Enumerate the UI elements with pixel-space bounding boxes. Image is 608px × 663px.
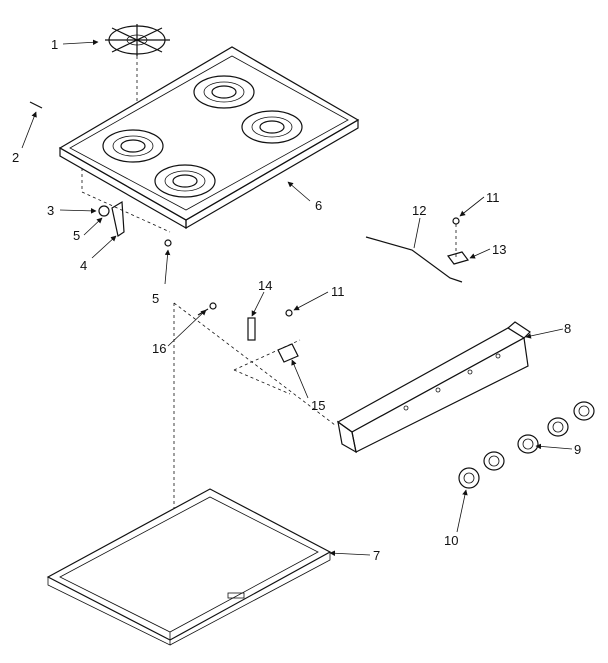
- burner-opening-front-left: [102, 129, 164, 163]
- control-knobs: [458, 401, 595, 489]
- callout-4: 4: [80, 258, 87, 273]
- callout-3: 3: [47, 203, 54, 218]
- top-hinge-pin: [29, 101, 43, 109]
- cooktop-main-top: [58, 46, 360, 230]
- callout-5: 5: [73, 228, 80, 243]
- callout-1: 1: [51, 37, 58, 52]
- callout-15: 15: [311, 398, 325, 413]
- callout-16: 16: [152, 341, 166, 356]
- ignition-rod-assembly: [365, 217, 470, 283]
- burner-grate: [105, 24, 170, 145]
- knob-front-left: [458, 467, 480, 489]
- callout-12: 12: [412, 203, 426, 218]
- burner-opening-front-right: [154, 164, 216, 198]
- knob-back-right: [573, 401, 595, 421]
- burner-opening-back-right: [241, 110, 303, 144]
- callout-11-lower: 11: [331, 284, 345, 299]
- callout-13: 13: [492, 242, 506, 257]
- callout-14: 14: [258, 278, 272, 293]
- callout-7: 7: [373, 548, 380, 563]
- callout-6: 6: [315, 198, 322, 213]
- callout-9: 9: [574, 442, 581, 457]
- knob-front-right: [517, 434, 539, 454]
- callout-10: 10: [444, 533, 458, 548]
- knob-back-left: [547, 417, 569, 437]
- callout-8: 8: [564, 321, 571, 336]
- knob-middle: [483, 451, 505, 471]
- mounting-brackets: [197, 302, 301, 395]
- leader-lines: [21, 39, 573, 557]
- callout-labels: 1 2 3 5 4 5 6 7 8 9 10 11 12 13 14 11 16…: [12, 37, 581, 563]
- control-panel: [336, 321, 531, 454]
- top-bracket-and-screws: [81, 168, 172, 247]
- callout-11: 11: [486, 190, 500, 205]
- callout-2: 2: [12, 150, 19, 165]
- burner-opening-back-left: [193, 75, 255, 109]
- burner-box-bottom-pan: [46, 302, 336, 646]
- callout-5-lower: 5: [152, 291, 159, 306]
